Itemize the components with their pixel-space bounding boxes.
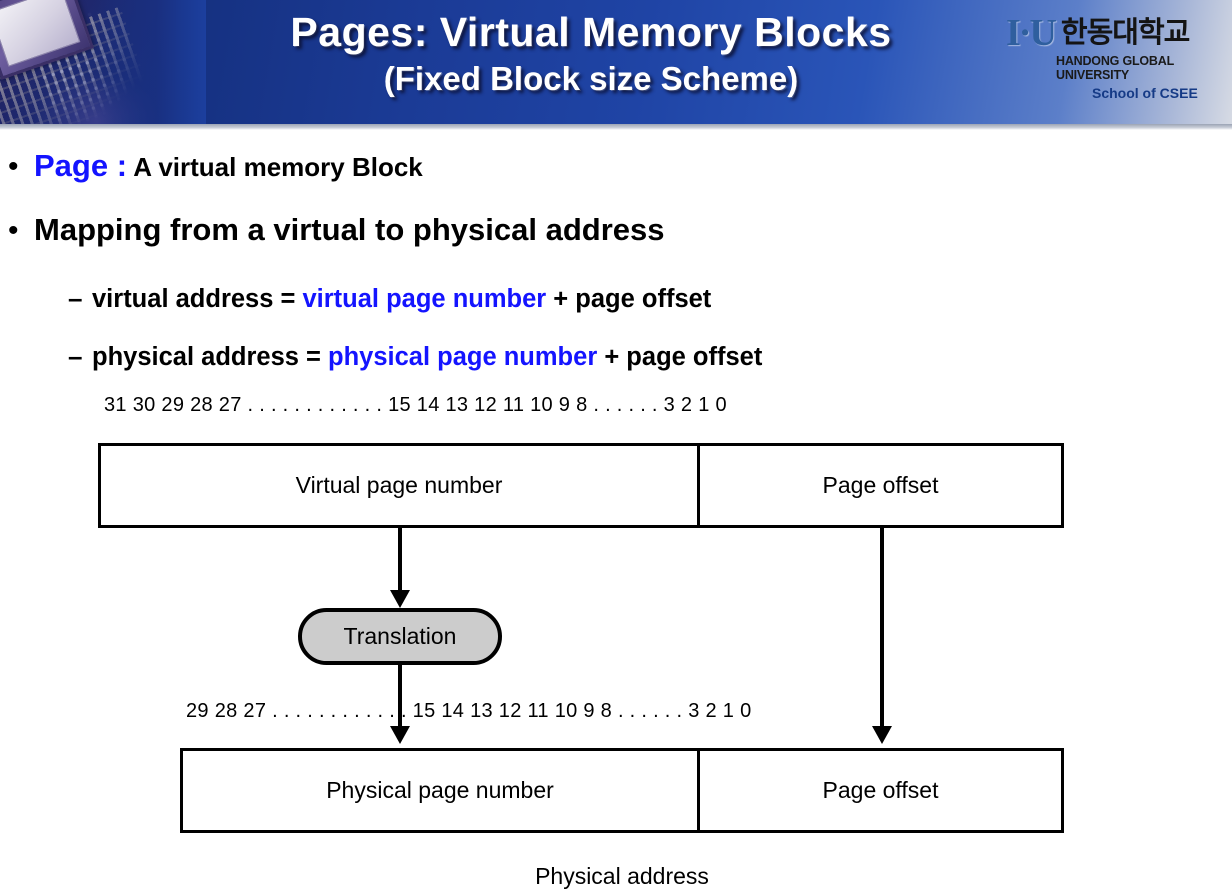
- slide-title-line-1: Pages: Virtual Memory Blocks: [290, 9, 892, 55]
- logo-primary-row: I·U 한동대학교: [1006, 14, 1228, 52]
- university-logo: I·U 한동대학교 HANDONG GLOBAL UNIVERSITY Scho…: [1006, 14, 1228, 110]
- banner-bottom-edge: [0, 124, 1232, 130]
- slide-title: Pages: Virtual Memory Blocks (Fixed Bloc…: [176, 8, 1006, 100]
- sub-bullet-post-physical: + page offset: [597, 343, 763, 371]
- bullet-item-mapping: • Mapping from a virtual to physical add…: [8, 212, 664, 248]
- sub-bullet-pre-physical: physical address =: [92, 343, 328, 371]
- logo-english-name: HANDONG GLOBAL UNIVERSITY: [1056, 54, 1174, 82]
- physical-address-box: Physical page number Page offset: [180, 748, 1064, 833]
- sub-bullet-pre-virtual: virtual address =: [92, 285, 303, 313]
- arrow-head-vpn-to-translation: [390, 590, 410, 608]
- arrow-head-offset-passthrough: [872, 726, 892, 744]
- translation-node: Translation: [298, 608, 502, 665]
- virtual-bit-ruler: 31 30 29 28 27 . . . . . . . . . . . . 1…: [104, 394, 727, 416]
- arrow-line-translation-to-ppn: [398, 665, 402, 730]
- arrow-head-translation-to-ppn: [390, 726, 410, 744]
- sub-bullet-highlight-virtual: virtual page number: [302, 285, 547, 313]
- sub-bullet-highlight-physical: physical page number: [328, 343, 598, 371]
- virtual-address-box: Virtual page number Page offset: [98, 443, 1064, 528]
- sub-bullet-virtual-address: – virtual address = virtual page number …: [68, 283, 711, 314]
- bullet-item-page: • Page : A virtual memory Block: [8, 148, 423, 184]
- physical-page-number-field: Physical page number: [183, 751, 700, 830]
- chip-photo-fade: [96, 0, 206, 128]
- arrow-line-vpn-to-translation: [398, 528, 402, 596]
- chip-die-surface: [0, 0, 81, 67]
- arrow-line-offset-passthrough: [880, 528, 884, 730]
- bullet-marker-icon: •: [8, 214, 19, 247]
- sub-bullet-text-virtual: virtual address = virtual page number + …: [92, 285, 711, 314]
- logo-department-name: School of CSEE: [1092, 85, 1198, 101]
- bullet-highlight-page: Page :: [34, 148, 128, 183]
- logo-monogram-icon: I·U: [1006, 12, 1057, 54]
- dash-marker-icon: –: [68, 341, 83, 371]
- sub-bullet-physical-address: – physical address = physical page numbe…: [68, 341, 762, 372]
- dash-marker-icon: –: [68, 283, 83, 313]
- bullet-rest-page: A virtual memory Block: [127, 152, 423, 182]
- sub-bullet-text-physical: physical address = physical page number …: [92, 343, 762, 372]
- virtual-page-number-field: Virtual page number: [101, 446, 700, 525]
- bullet-marker-icon: •: [8, 150, 19, 183]
- slide-title-line-2: (Fixed Block size Scheme): [383, 60, 799, 98]
- physical-bit-ruler: 29 28 27 . . . . . . . . . . . . 15 14 1…: [186, 700, 752, 722]
- logo-korean-name: 한동대학교: [1060, 16, 1190, 49]
- slide-header-banner: Pages: Virtual Memory Blocks (Fixed Bloc…: [0, 0, 1232, 128]
- bullet-text-page: Page : A virtual memory Block: [34, 148, 423, 184]
- physical-address-caption: Physical address: [535, 863, 709, 889]
- bullet-text-mapping: Mapping from a virtual to physical addre…: [34, 212, 665, 247]
- physical-page-offset-field: Page offset: [700, 751, 1061, 830]
- virtual-page-offset-field: Page offset: [700, 446, 1061, 525]
- cpu-chip-photo: [0, 0, 206, 128]
- sub-bullet-post-virtual: + page offset: [546, 285, 712, 313]
